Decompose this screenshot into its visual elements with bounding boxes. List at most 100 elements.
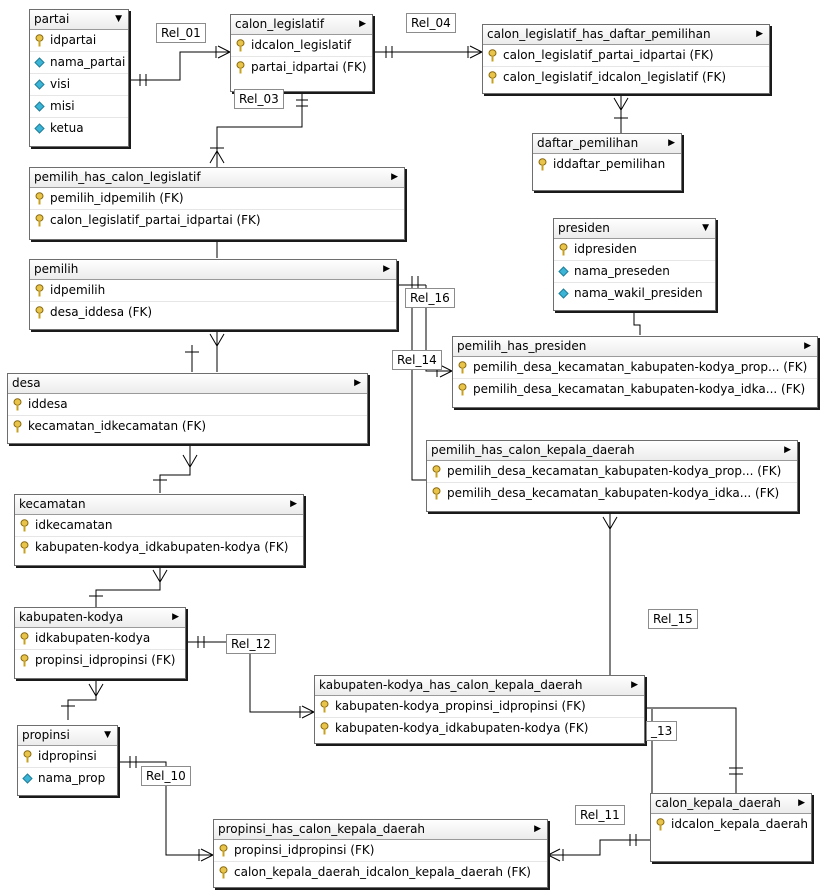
rel-daftar-crow [613,97,629,111]
table-propinsi-has-calon-kepala-daerah[interactable]: propinsi_has_calon_kepala_daerah▶ propin… [213,819,548,888]
column-name: kabupaten-kodya_idkabupaten-kodya (FK) [335,721,589,735]
table-propinsi[interactable]: propinsi▼ idpropinsi nama_prop [17,725,118,796]
column-name: propinsi_idpropinsi (FK) [234,843,375,857]
key-icon [656,818,665,831]
table-calon-kepala-daerah[interactable]: calon_kepala_daerah▶ idcalon_kepala_daer… [650,793,812,862]
attribute-icon [34,79,45,90]
rel-15-crow [602,516,618,530]
key-icon [20,654,29,667]
rel-11-label[interactable]: Rel_11 [575,805,625,825]
column-name: calon_legislatif_partai_idpartai (FK) [503,48,714,62]
column-row: nama_preseden [554,260,715,282]
table-pemilih-has-calon-legislatif[interactable]: pemilih_has_calon_legislatif▶ pemilih_id… [29,167,405,240]
table-calon-legislatif-has-daftar-pemilihan[interactable]: calon_legislatif_has_daftar_pemilihan▶ c… [482,24,770,94]
table-pemilih[interactable]: pemilih ▶ idpemilih desa_iddesa (FK) [29,259,397,330]
key-icon [320,700,329,713]
table-header: propinsi_has_calon_kepala_daerah▶ [214,820,547,840]
column-name: nama_preseden [574,264,670,278]
table-daftar-pemilihan[interactable]: daftar_pemilihan▶ iddaftar_pemilihan [532,133,682,191]
attribute-icon [34,57,45,68]
chevron-icon: ▼ [115,14,122,24]
column-name: misi [50,99,75,113]
key-icon [35,214,44,227]
column-row: idpresiden [554,239,715,260]
column-row: kecamatan_idkecamatan (FK) [8,415,367,437]
chevron-icon: ▶ [383,264,390,274]
attribute-icon [34,123,45,134]
chevron-icon: ▶ [172,612,179,622]
rel-16-label[interactable]: Rel_16 [405,288,455,308]
key-icon [35,34,44,47]
column-name: calon_legislatif_partai_idpartai (FK) [50,213,261,227]
table-header: desa▶ [8,374,367,394]
chevron-icon: ▶ [668,138,675,148]
key-icon [432,487,441,500]
table-pemilih-has-presiden[interactable]: pemilih_has_presiden▶ pemilih_desa_kecam… [452,336,818,408]
key-icon [20,632,29,645]
column-row: idcalon_kepala_daerah [651,814,811,835]
table-presiden[interactable]: presiden▼ idpresiden nama_preseden nama_… [553,218,716,311]
column-name: propinsi_idpropinsi (FK) [35,653,176,667]
chevron-icon: ▼ [104,730,111,740]
column-row: propinsi_idpropinsi (FK) [214,840,547,861]
table-name: pemilih [34,262,79,276]
rel-16-branch [411,290,426,481]
column-name: iddesa [28,397,68,411]
chevron-icon: ▶ [631,680,638,690]
rel-01-label[interactable]: Rel_01 [156,23,206,43]
rel-14-line [425,285,452,372]
rel-12-label[interactable]: Rel_12 [226,634,276,654]
key-icon [458,361,467,374]
column-row: idcalon_legislatif [231,35,372,56]
attribute-icon [558,288,569,299]
table-header: partai▼ [30,10,128,30]
column-name: idpartai [50,33,97,47]
key-icon [236,61,245,74]
rel-11-line [548,839,650,856]
column-name: idcalon_legislatif [251,38,352,52]
table-name: kabupaten-kodya [19,610,124,624]
table-header: pemilih_has_calon_legislatif▶ [30,168,404,188]
column-row: kabupaten-kodya_idkabupaten-kodya (FK) [15,536,303,558]
table-kabupaten-kodya[interactable]: kabupaten-kodya▶ idkabupaten-kodya propi… [14,607,186,679]
rel-kab-crow [88,683,104,697]
table-name: propinsi [22,728,70,742]
table-kecamatan[interactable]: kecamatan▶ idkecamatan kabupaten-kodya_i… [14,494,304,566]
rel-15-label[interactable]: Rel_15 [648,609,698,629]
column-row: idkecamatan [15,515,303,536]
rel-kab-prop-line [67,679,97,720]
column-name: pemilih_desa_kecamatan_kabupaten-kodya_p… [447,464,782,478]
rel-04-label[interactable]: Rel_04 [406,13,456,33]
key-icon [23,750,32,763]
column-name: partai_idpartai (FK) [251,60,367,74]
column-name: desa_iddesa (FK) [50,305,153,319]
rel-presiden-line [633,312,641,335]
table-calon-legislatif[interactable]: calon_legislatif▶ idcalon_legislatif par… [230,14,373,92]
rel-03-line [216,92,303,167]
key-icon [320,722,329,735]
rel-15-line [609,513,737,793]
key-icon [20,519,29,532]
column-row: kabupaten-kodya_idkabupaten-kodya (FK) [315,717,644,739]
column-name: idpemilih [50,283,106,297]
column-name: kabupaten-kodya_propinsi_idpropinsi (FK) [335,699,586,713]
column-row: nama_partai [30,51,128,73]
column-name: ketua [50,121,84,135]
table-header: daftar_pemilihan▶ [533,134,681,154]
column-name: calon_legislatif_idcalon_legislatif (FK) [503,70,727,84]
table-desa[interactable]: desa▶ iddesa kecamatan_idkecamatan (FK) [7,373,368,444]
table-partai[interactable]: partai▼ idpartai nama_partai visi misi k… [29,9,129,147]
rel-13-label[interactable]: _13 [646,721,678,741]
table-header: kabupaten-kodya ▶ [15,608,185,628]
table-pemilih-has-calon-kepala-daerah[interactable]: pemilih_has_calon_kepala_daerah▶ pemilih… [426,440,798,512]
rel-10-label[interactable]: Rel_10 [141,766,191,786]
rel-14-label[interactable]: Rel_14 [392,350,442,370]
column-name: kabupaten-kodya_idkabupaten-kodya (FK) [35,540,289,554]
table-header: pemilih ▶ [30,260,396,280]
table-kabupaten-kodya-has-calon-kepala-daerah[interactable]: kabupaten-kodya_has_calon_kepala_daerah▶… [314,675,645,744]
table-name: pemilih_has_calon_kepala_daerah [431,443,635,457]
column-row: partai_idpartai (FK) [231,56,372,78]
rel-03-label[interactable]: Rel_03 [234,89,284,109]
